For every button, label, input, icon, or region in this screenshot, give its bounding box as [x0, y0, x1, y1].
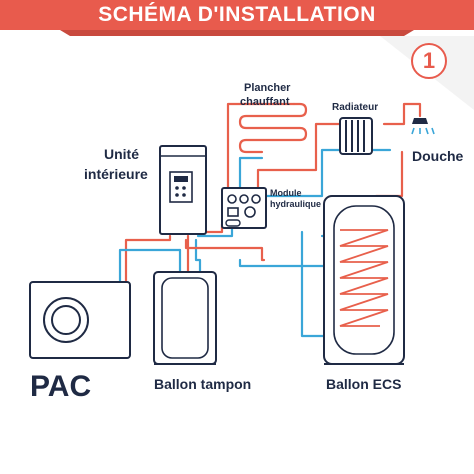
label-douche: Douche	[412, 148, 464, 164]
step-number: 1	[422, 48, 436, 73]
label-plancher-line2: chauffant	[240, 96, 290, 108]
shower-head-icon	[411, 118, 435, 135]
pipe-to-ecs-cold	[238, 234, 334, 268]
ballon-ecs-coil	[339, 229, 389, 327]
module-pump-icon	[227, 207, 239, 217]
ballon-ecs-tank	[323, 195, 405, 365]
module-gauge-icon	[251, 194, 261, 204]
pipe-radiateur-cold	[264, 148, 354, 198]
module-gauge-icon	[227, 194, 237, 204]
label-ballon-ecs: Ballon ECS	[326, 376, 402, 392]
pipe-unit-to-module-hot	[184, 238, 266, 262]
module-gauge-icon	[239, 194, 249, 204]
unite-button-icon	[175, 193, 179, 197]
pac-fan-outer	[43, 297, 89, 343]
module-pump-icon	[244, 206, 256, 218]
label-ballon-tampon: Ballon tampon	[154, 376, 252, 392]
pipe-plancher-hot	[226, 102, 296, 190]
page-title: SCHÉMA D'INSTALLATION	[98, 3, 376, 26]
label-module-line1: Module	[270, 188, 302, 198]
pipe-douche-hot	[382, 102, 422, 126]
pipe-douche-supply	[374, 150, 404, 198]
label-unite-interieure-line2: intérieure	[84, 166, 148, 182]
ballon-tampon-tank	[153, 271, 217, 365]
label-pac: PAC	[30, 370, 92, 403]
ballon-ecs-inner	[333, 205, 395, 355]
label-radiateur: Radiateur	[332, 102, 379, 113]
unite-button-icon	[182, 186, 186, 190]
label-unite-interieure-line1: Unité	[104, 146, 139, 162]
pipe-plancher-cold	[238, 156, 264, 190]
radiateur-icon	[339, 117, 373, 155]
pipe-pac-hot	[124, 234, 172, 304]
unite-button-icon	[182, 193, 186, 197]
pac-fan-icon	[51, 305, 81, 335]
plancher-coil	[238, 102, 308, 154]
label-plancher-line1: Plancher	[244, 82, 291, 94]
pipe-unit-to-module-b	[196, 224, 234, 238]
module-valve-icon	[225, 219, 241, 227]
title-banner	[0, 0, 474, 30]
pipe-radiateur-hot	[256, 122, 342, 194]
label-module-line2: hydraulique	[270, 199, 322, 209]
step-badge	[411, 43, 447, 79]
module-hydraulique-box	[221, 187, 267, 229]
unite-display-icon	[174, 176, 188, 182]
banner-shadow	[60, 30, 414, 36]
ballon-tampon-inner	[161, 277, 209, 359]
unite-button-icon	[175, 186, 179, 190]
